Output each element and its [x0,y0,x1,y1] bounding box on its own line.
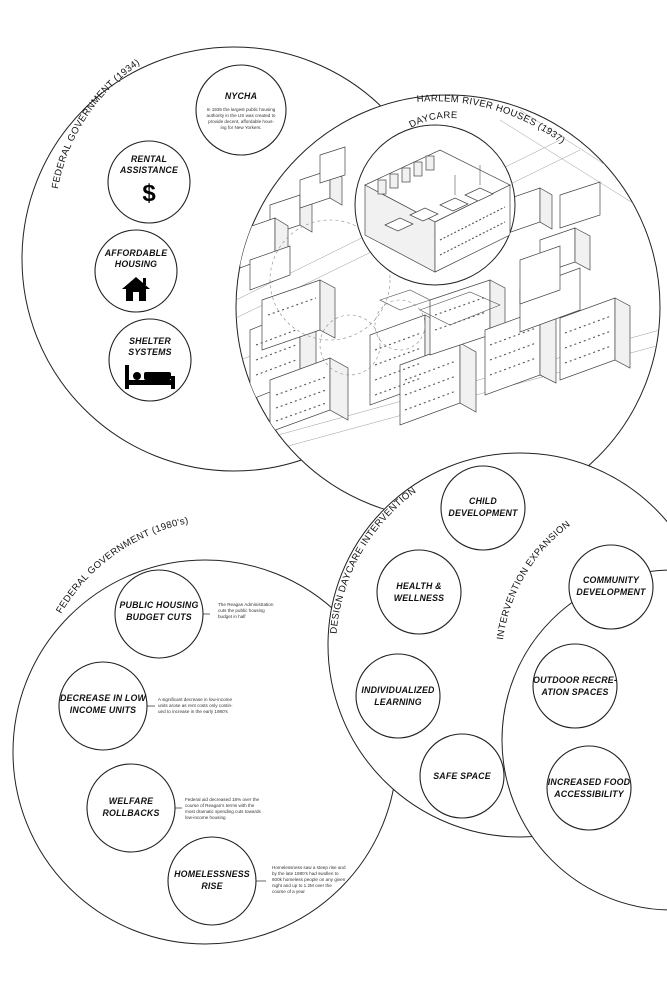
bubble-label-line: HEALTH & [396,581,441,591]
bubble-label-line: ROLLBACKS [102,808,159,818]
bubble-label-line: DEVELOPMENT [448,508,518,518]
health-wellness-bubble: HEALTH & WELLNESS [376,549,462,635]
cribs [377,155,435,195]
bubble-label-line: ATION SPACES [540,687,608,697]
affordable-housing-bubble: AFFORDABLE HOUSING [94,229,178,313]
bubble-label-line: ASSISTANCE [119,165,179,175]
bubble-label-line: BUDGET CUTS [126,612,192,622]
nycha-note-line: In 1935 the largest public housing [207,107,276,112]
bubble-label-line: RISE [201,881,223,891]
note-line: night and up to 1.2M over the [272,883,332,888]
increased-food-bubble: INCREASED FOOD ACCESSIBILITY [546,745,632,831]
window-patterns [255,296,612,422]
note-line: low-income housing [185,815,226,820]
public-housing-cuts-bubble: PUBLIC HOUSING BUDGET CUTS The Reagan Ad… [114,569,274,659]
nycha-note-line: provide decent, affordable hous- [208,119,274,124]
note-line: by the late 1980's had swollen to [272,871,339,876]
note-line: The Reagan Administration [218,602,274,607]
note-line: 600k homeless people on any given [272,877,346,882]
isometric-housing-drawing [236,109,660,456]
note-line: Homelessness saw a steep rise and [272,865,346,870]
rental-assistance-bubble: RENTAL ASSISTANCE $ [107,140,191,224]
bubble-label-line: DEVELOPMENT [576,587,646,597]
bubble-label-line: SAFE SPACE [433,771,491,781]
nycha-note-line: authority in the US was created to [207,113,276,118]
bubble-label-line: INDIVIDUALIZED [361,685,435,695]
intervention-expansion-circle [501,569,667,911]
bubble-label-line: WELLNESS [394,593,444,603]
dollar-icon: $ [142,180,156,207]
child-development-bubble: CHILD DEVELOPMENT [440,465,526,551]
note-line: units arose as rent costs only contin- [158,703,233,708]
daycare-interior-drawing [364,149,511,273]
bubble-label-line: SYSTEMS [128,347,171,357]
bubble-label-line: HOUSING [115,259,157,269]
nycha-title: NYCHA [225,91,257,101]
nycha-bubble: NYCHA In 1935 the largest public housing… [195,64,287,156]
note-line: most dramatic spending cuts towards [185,809,262,814]
welfare-rollbacks-bubble: WELFARE ROLLBACKS Federal aid decreased … [86,763,262,853]
bubble-label-line: LEARNING [374,697,422,707]
note-line: cuts the public housing [218,608,265,613]
shelter-systems-bubble: SHELTER SYSTEMS [108,318,192,402]
note-line: course of a year [272,889,305,894]
safe-space-bubble: SAFE SPACE [419,733,505,819]
bubble-label-line: COMMUNITY [583,575,640,585]
bubble-label-line: OUTDOOR RECRE- [533,675,617,685]
note-line: Federal aid decreased 18% over the [185,797,260,802]
homelessness-rise-bubble: HOMELESSNESS RISE Homelessness saw a ste… [167,836,346,926]
bubble-label-line: ACCESSIBILITY [553,789,624,799]
note-line: ued to increase in the early 1980's [158,709,229,714]
note-line: A significant decrease in low-income [158,697,232,702]
bubble-label-line: HOMELESSNESS [174,869,250,879]
building-group-front [249,245,631,433]
bubble-label-line: INCOME UNITS [70,705,136,715]
tables [384,187,494,232]
bubble-label-line: WELFARE [109,796,154,806]
bubble-label-line: SHELTER [129,336,171,346]
note-line: course of Reagan's terms with the [185,803,255,808]
bed-icon [125,365,175,389]
individualized-learning-bubble: INDIVIDUALIZED LEARNING [355,653,441,739]
community-development-bubble: COMMUNITY DEVELOPMENT [568,544,654,630]
bubble-label-line: CHILD [469,496,497,506]
house-icon [122,277,150,301]
bubble-label-line: AFFORDABLE [104,248,169,258]
bubble-label-line: DECREASE IN LOW [60,693,147,703]
outdoor-recreation-bubble: OUTDOOR RECRE- ATION SPACES [532,643,618,729]
nycha-note-line: ing for New Yorkers. [220,125,261,130]
note-line: budget in half [218,614,246,619]
bubble-label-line: RENTAL [131,154,167,164]
bubble-label-line: INCREASED FOOD [548,777,631,787]
bubble-label-line: PUBLIC HOUSING [119,600,198,610]
decrease-low-income-bubble: DECREASE IN LOW INCOME UNITS A significa… [58,661,233,751]
